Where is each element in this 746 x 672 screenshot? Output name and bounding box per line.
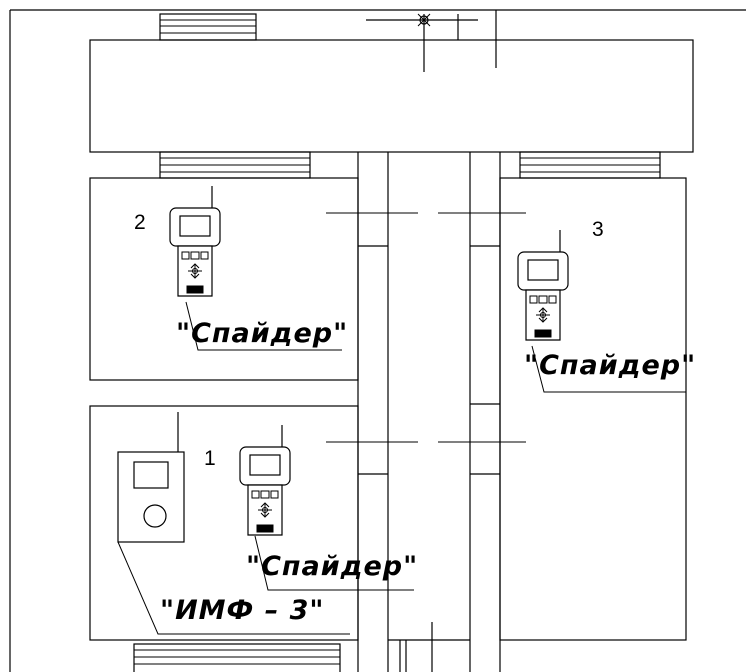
room-2 [89, 177, 359, 381]
top-window [159, 13, 257, 41]
room-3 [499, 177, 687, 641]
imf-3-label: "ИМФ – 3" [160, 595, 324, 626]
outer-frame [9, 9, 746, 672]
vertical-corridor [357, 152, 501, 672]
spider-label-1: "Спайдер" [246, 551, 418, 582]
spider-device-2 [169, 185, 221, 297]
device-number-2: 2 [134, 211, 146, 234]
spider-label-2: "Спайдер" [176, 318, 348, 349]
device-number-3: 3 [592, 218, 604, 241]
spider-device-3 [517, 229, 569, 341]
spider-device-1 [239, 424, 291, 536]
window-room-2 [159, 151, 311, 179]
top-corridor [89, 39, 694, 153]
imf-3-device [117, 412, 185, 543]
bottom-window [133, 643, 341, 672]
device-number-1: 1 [204, 447, 216, 470]
room-1 [89, 405, 359, 641]
spider-label-3: "Спайдер" [524, 350, 696, 381]
corridor-markers [326, 212, 526, 443]
window-room-3 [519, 151, 661, 179]
bottom-duct [399, 622, 433, 672]
top-crosshair [366, 10, 497, 72]
leader-lines [117, 301, 686, 635]
